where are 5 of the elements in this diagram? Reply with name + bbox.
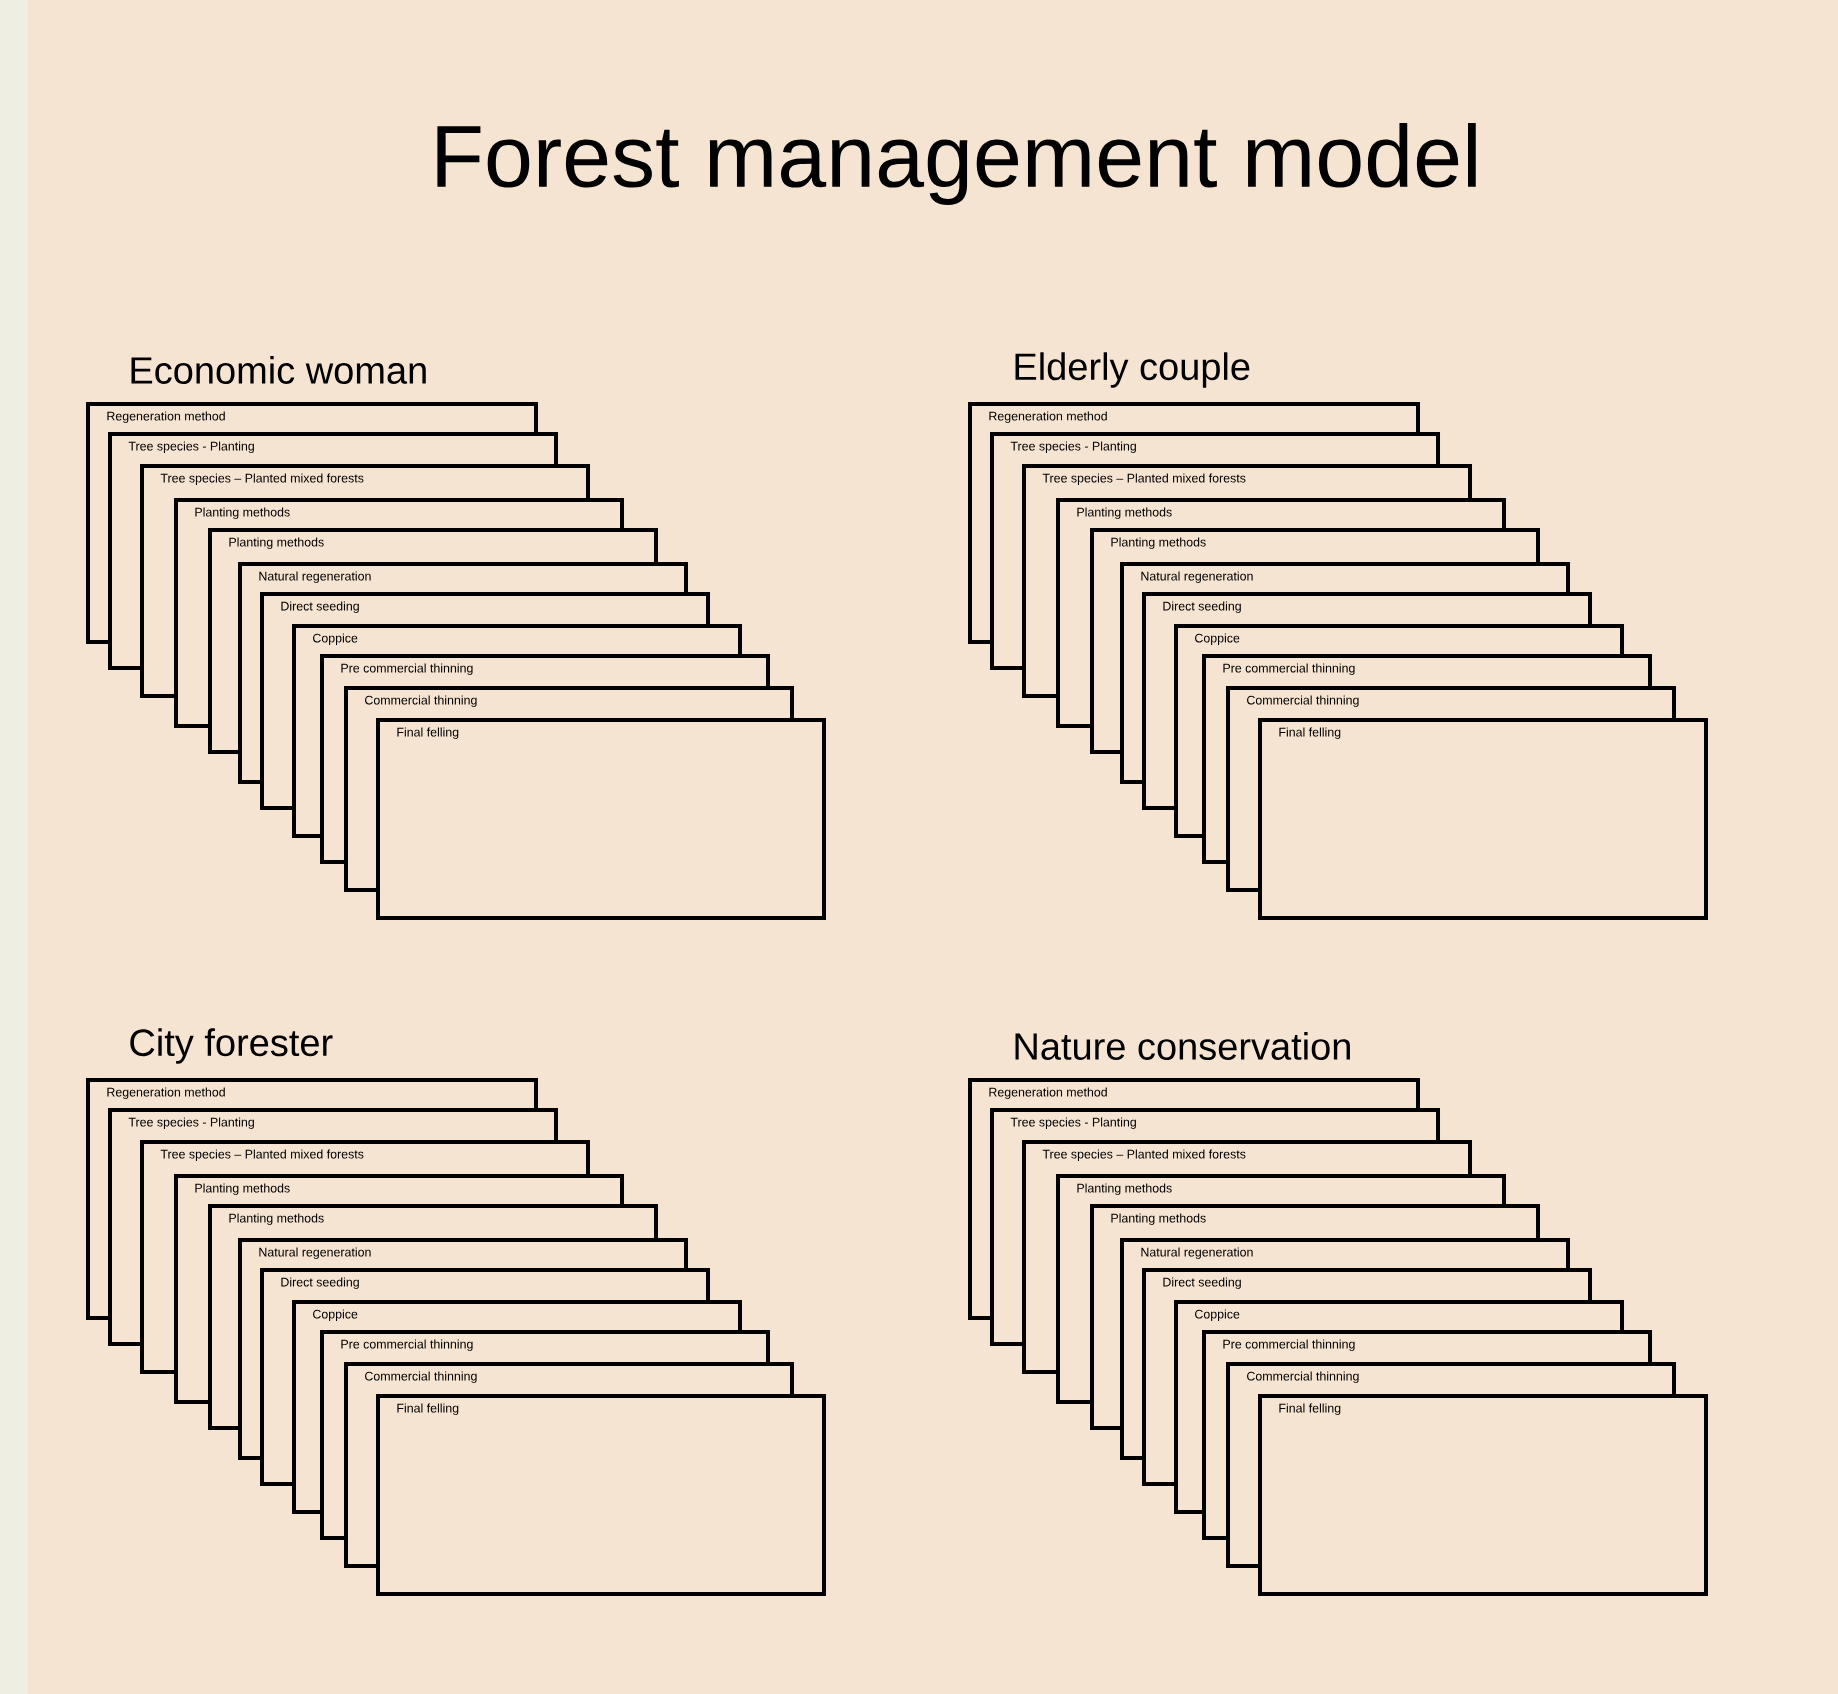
- title: Forest management model: [437, 122, 1476, 205]
- group-heading: Elderly couple: [1015, 352, 1250, 388]
- group-heading: City forester: [130, 1028, 333, 1064]
- group-heading: Economic woman: [131, 356, 426, 384]
- group-heading: Nature conservation: [1015, 1032, 1350, 1060]
